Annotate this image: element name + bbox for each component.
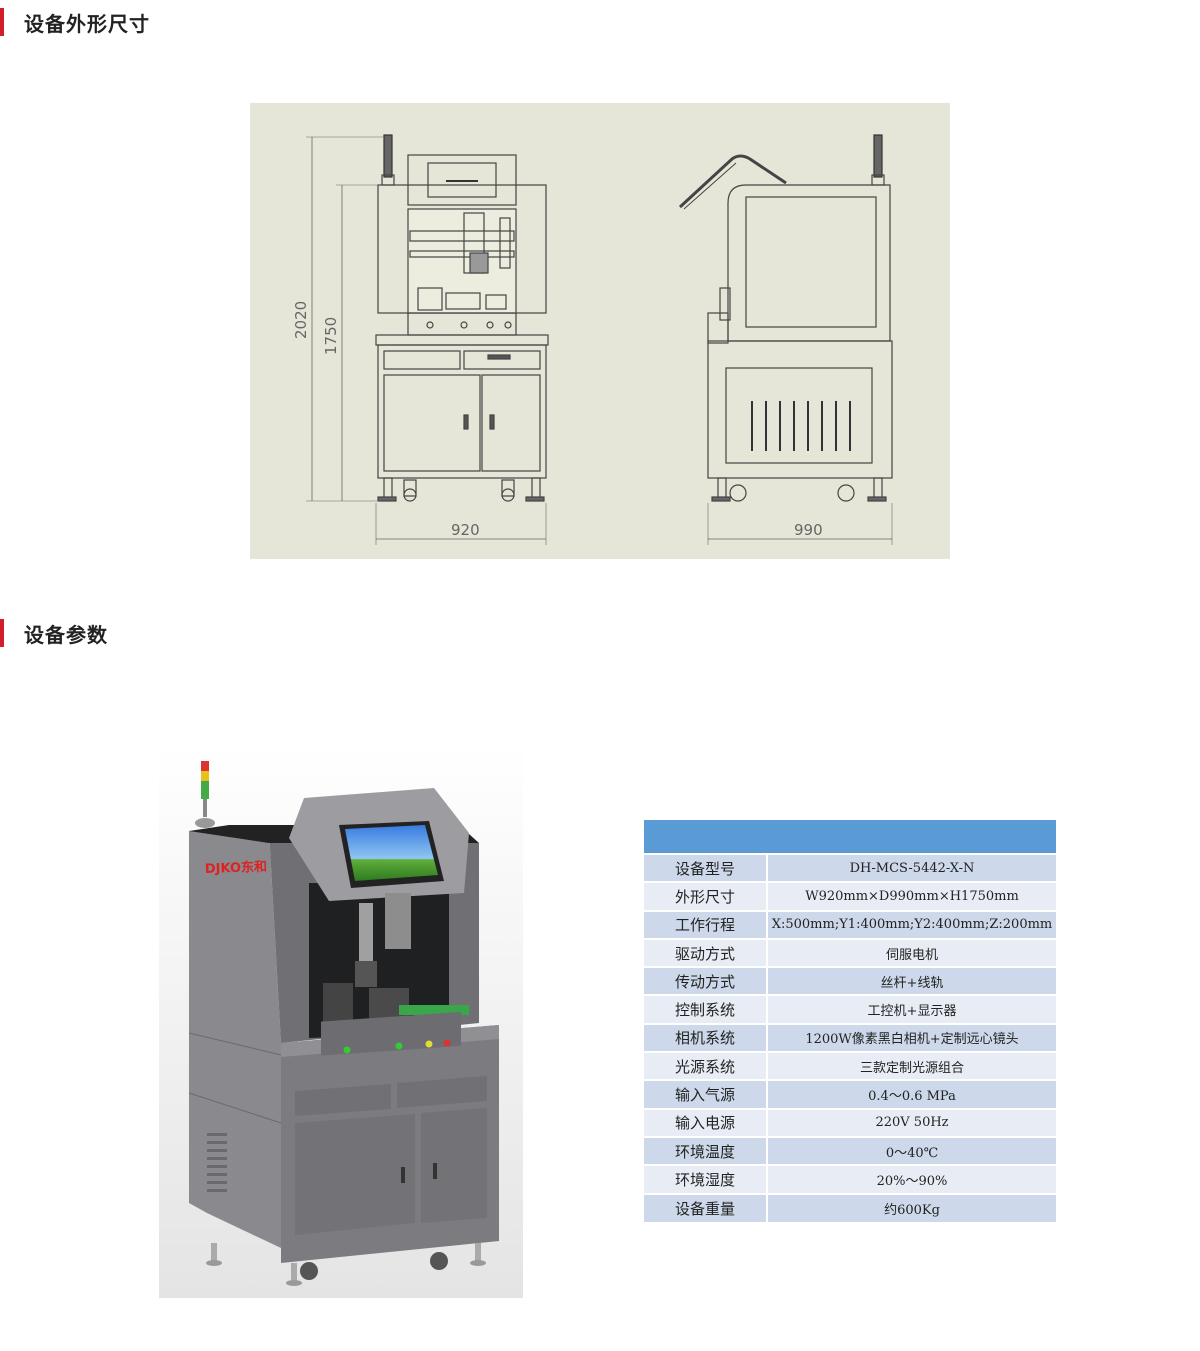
spec-row: 控制系统工控机+显示器 xyxy=(644,994,1056,1024)
spec-value: DH-MCS-5442-X-N xyxy=(767,852,1056,883)
spec-value: 丝杆+线轨 xyxy=(767,966,1056,996)
dim-depth: 990 xyxy=(794,521,823,539)
spec-value: 0.4～0.6 MPa xyxy=(767,1079,1056,1109)
spec-row: 传动方式丝杆+线轨 xyxy=(644,966,1056,996)
spec-label: 环境温度 xyxy=(644,1135,768,1166)
spec-value: 三款定制光源组合 xyxy=(767,1051,1056,1081)
spec-value: X:500mm;Y1:400mm;Y2:400mm;Z:200mm xyxy=(767,909,1056,939)
render-brand-logo: DJKO东和 xyxy=(205,859,268,877)
spec-row: 驱动方式伺服电机 xyxy=(644,937,1056,968)
section-title-text: 设备外形尺寸 xyxy=(24,11,150,36)
spec-value: 20%～90% xyxy=(767,1164,1056,1194)
spec-value: 工控机+显示器 xyxy=(767,994,1056,1024)
section-accent-bar xyxy=(0,619,4,647)
dimension-drawing: 2020 1750 920 990 xyxy=(250,103,950,559)
spec-label: 传动方式 xyxy=(644,966,768,996)
spec-value: 约600Kg xyxy=(767,1192,1056,1222)
spec-label: 设备重量 xyxy=(644,1192,768,1222)
spec-label: 外形尺寸 xyxy=(644,881,768,911)
section-title-dimensions: 设备外形尺寸 xyxy=(0,2,150,42)
spec-label: 设备型号 xyxy=(644,852,768,883)
spec-value: 伺服电机 xyxy=(767,937,1056,968)
spec-value: 0～40℃ xyxy=(767,1135,1056,1166)
spec-value: 220V 50Hz xyxy=(767,1107,1056,1137)
dim-width: 920 xyxy=(451,521,480,539)
side-view xyxy=(678,134,893,545)
spec-row: 光源系统三款定制光源组合 xyxy=(644,1051,1056,1081)
front-view xyxy=(306,134,549,545)
spec-row: 设备重量约600Kg xyxy=(644,1192,1056,1222)
machine-render-image: DJKO东和 xyxy=(159,743,523,1298)
spec-label: 驱动方式 xyxy=(644,937,768,968)
spec-value: 1200W像素黑白相机+定制远心镜头 xyxy=(767,1022,1056,1053)
section-title-text: 设备参数 xyxy=(24,622,108,647)
spec-table-header xyxy=(644,820,1056,854)
spec-label: 控制系统 xyxy=(644,994,768,1024)
spec-label: 环境湿度 xyxy=(644,1164,768,1194)
dim-body-height: 1750 xyxy=(322,317,340,355)
section-title-params: 设备参数 xyxy=(0,613,108,653)
spec-label: 相机系统 xyxy=(644,1022,768,1053)
spec-label: 光源系统 xyxy=(644,1051,768,1081)
dim-total-height: 2020 xyxy=(292,301,310,339)
spec-value: W920mm×D990mm×H1750mm xyxy=(767,881,1056,911)
section-accent-bar xyxy=(0,8,4,36)
spec-label: 输入电源 xyxy=(644,1107,768,1137)
spec-label: 工作行程 xyxy=(644,909,768,939)
spec-label: 输入气源 xyxy=(644,1079,768,1109)
